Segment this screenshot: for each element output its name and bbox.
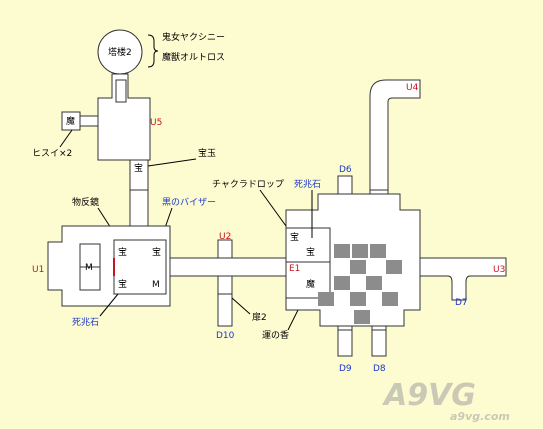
d9-label: D9 [339,364,352,374]
mage-top-label: 魔 [66,115,75,127]
mage-right-label: 魔 [306,278,315,290]
d10-branch [217,275,233,327]
chakra-leader [259,189,287,227]
u4-label: U4 [406,83,419,93]
item-chain-label: 物反鏡 [72,196,99,208]
u4-corridor [369,79,421,195]
treasure-right2: 宝 [306,246,315,258]
key2-leader [231,297,251,315]
gem-leader [147,158,197,167]
watermark-url: a9vg.com [450,410,510,423]
corridor-inner [115,79,127,103]
d6-corridor [337,175,353,195]
left-hall-m2: M [152,280,160,290]
treasure-right1: 宝 [290,231,299,243]
e1-label: E1 [289,264,300,274]
d8-corridor [371,325,387,357]
hisui-label: ヒスイ×2 [32,148,72,159]
d7-label: D7 [455,298,468,308]
right-hall-gray-blocks [318,244,402,324]
horiz-corridor [169,257,287,277]
u3-label: U3 [493,265,505,275]
luck-incense-label: 運の香 [262,330,289,341]
u3-corridor [419,257,507,301]
death-stone-top-label: 死兆石 [294,179,321,190]
treasure-mid-label: 宝 [134,162,143,174]
d9-corridor [337,325,353,357]
d8-label: D8 [373,364,386,374]
u1-label: U1 [32,265,44,275]
right-inner-room [285,227,331,299]
black-visor-label: 黒のバイザー [162,197,216,208]
gem-label: 宝玉 [198,147,216,159]
left-hall-t3: 宝 [118,278,127,290]
u5-label: U5 [150,118,162,128]
boss-label-1: 鬼女ヤクシニー [162,31,225,43]
death-stone-left-leader [99,293,119,317]
d6-label: D6 [339,165,352,175]
u2-label: U2 [219,232,231,242]
mage-side-corridor [79,115,99,127]
hisui-leader [59,129,73,148]
tower-corridor [97,73,151,161]
left-hall-t2: 宝 [152,246,161,258]
left-hall-t1: 宝 [118,246,127,258]
watermark-logo: A9VG [382,378,476,413]
d10-label: D10 [216,331,235,341]
boss-brace [147,34,159,68]
key2-label: 扉2 [252,311,267,323]
boss-label-2: 魔獣オルトロス [162,51,225,63]
death-stone-left-label: 死兆石 [72,317,99,328]
chakra-label: チャクラドロップ [212,179,284,190]
u2-branch [217,239,233,259]
tower-room-label: 塔楼2 [108,46,132,58]
left-hall-inner-room [113,239,167,295]
left-hall-m1: M [85,263,93,273]
